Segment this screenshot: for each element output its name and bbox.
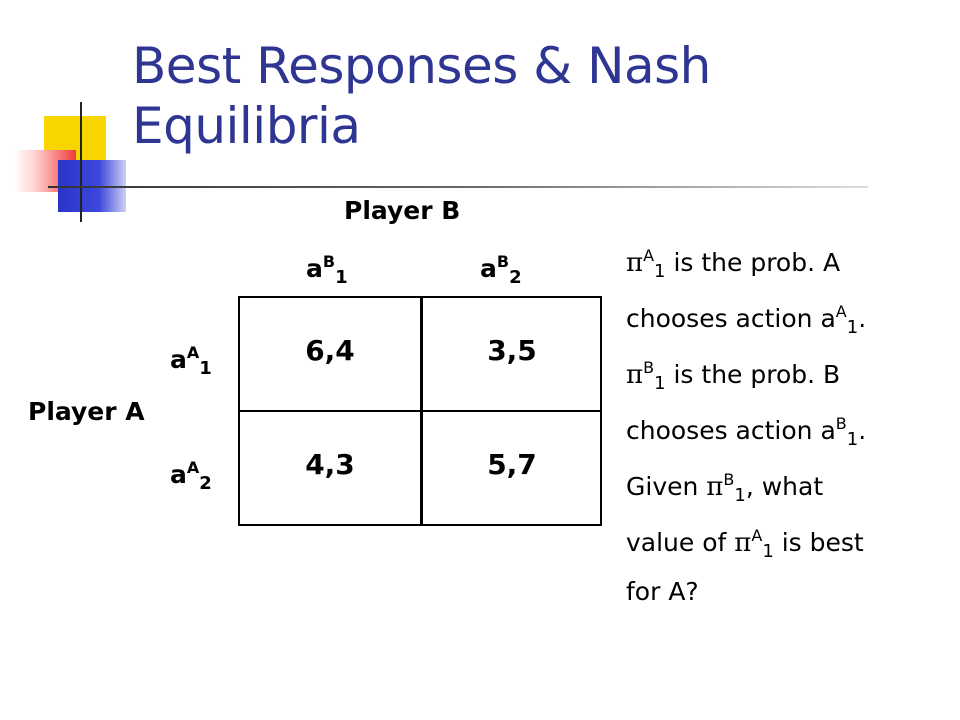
note-line-7: for A? (626, 572, 956, 612)
note-l6-sup: A (751, 526, 763, 545)
player-b-label: Player B (344, 196, 461, 225)
note-l1-text: is the prob. A (665, 248, 841, 277)
payoff-cell-1-2: 3,5 (487, 334, 537, 367)
note-l4-sub: 1 (846, 429, 859, 450)
note-line-2: chooses action aA1. (626, 292, 956, 348)
note-l1-sup: A (643, 246, 655, 265)
title-line-2: Equilibria (132, 97, 361, 155)
title-line-1: Best Responses & Nash (132, 37, 711, 95)
note-l5-sup: B (723, 470, 735, 489)
pi-symbol: π (706, 472, 724, 502)
note-l7-text: for A? (626, 577, 699, 606)
note-l5-text-b: , what (745, 472, 824, 501)
note-line-4: chooses action aB1. (626, 404, 956, 460)
note-l2-end: . (858, 304, 867, 333)
action-letter: a (170, 460, 187, 489)
pi-symbol: π (734, 528, 752, 558)
note-l2-sup: A (835, 302, 847, 321)
slide-title: Best Responses & Nash Equilibria (132, 36, 912, 156)
decor-vertical-line (80, 102, 82, 222)
note-l4-text: chooses action a (626, 416, 836, 445)
payoff-cell-1-1: 6,4 (305, 334, 355, 367)
pi-symbol: π (626, 360, 644, 390)
note-l4-end: . (858, 416, 867, 445)
note-l2-text: chooses action a (626, 304, 836, 333)
row2-sup: A (186, 458, 200, 477)
action-letter: a (170, 345, 187, 374)
payoff-cell-2-2: 5,7 (487, 448, 537, 481)
note-l5-sub: 1 (734, 485, 746, 506)
note-line-6: value of πA1 is best (626, 516, 956, 572)
payoff-matrix: 6,4 3,5 4,3 5,7 (238, 296, 602, 526)
row-header-1: aA1 (170, 343, 212, 379)
note-l2-sub: 1 (846, 317, 859, 338)
explanation-text: πA1 is the prob. A chooses action aA1. π… (626, 236, 956, 612)
row1-sup: A (186, 343, 200, 362)
col2-sub: 2 (509, 267, 522, 288)
col2-sup: B (496, 252, 510, 271)
payoff-cell-2-1: 4,3 (305, 448, 355, 481)
note-l1-sub: 1 (654, 261, 666, 282)
action-letter: a (480, 254, 497, 283)
note-line-3: πB1 is the prob. B (626, 348, 956, 404)
col-header-1: aB1 (306, 252, 348, 288)
pi-symbol: π (626, 248, 644, 278)
note-l5-text-a: Given (626, 472, 707, 501)
player-a-label: Player A (28, 397, 145, 426)
col1-sup: B (322, 252, 336, 271)
note-l6-sub: 1 (762, 541, 774, 562)
row1-sub: 1 (199, 358, 212, 379)
note-l3-sup: B (643, 358, 655, 377)
note-line-1: πA1 is the prob. A (626, 236, 956, 292)
action-letter: a (306, 254, 323, 283)
row2-sub: 2 (199, 473, 212, 494)
col1-sub: 1 (335, 267, 348, 288)
row-header-2: aA2 (170, 458, 212, 494)
note-l4-sup: B (835, 414, 847, 433)
note-l3-text: is the prob. B (665, 360, 841, 389)
note-line-5: Given πB1, what (626, 460, 956, 516)
note-l3-sub: 1 (654, 373, 666, 394)
col-header-2: aB2 (480, 252, 522, 288)
title-underline (48, 186, 868, 188)
note-l6-text-b: is best (773, 528, 864, 557)
matrix-horizontal-divider (240, 410, 600, 412)
note-l6-text-a: value of (626, 528, 735, 557)
